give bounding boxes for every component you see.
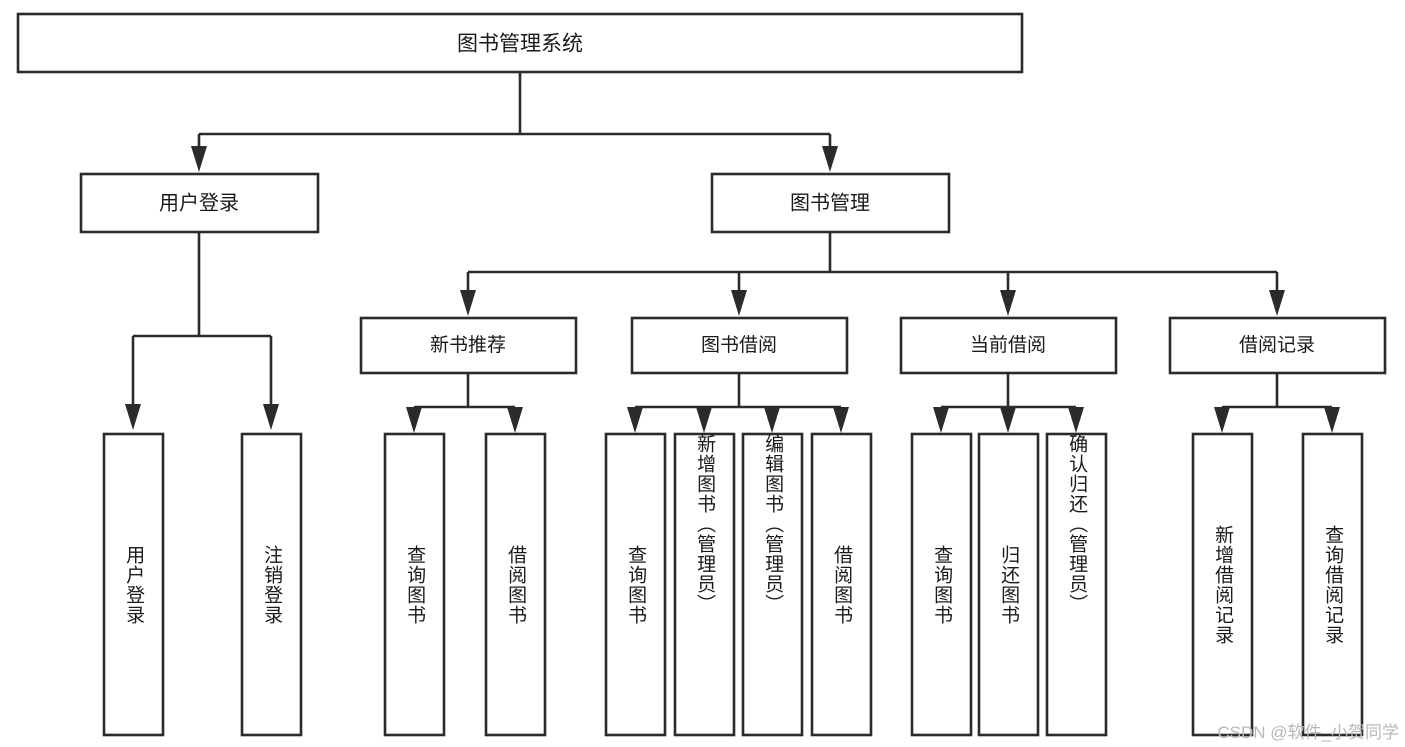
leaf-add-record-box[interactable]	[1191, 432, 1254, 737]
arrow-to-book-management	[822, 146, 838, 172]
leaf-edit-book-box[interactable]	[741, 432, 804, 737]
leaf-query-book-2-box[interactable]	[604, 432, 667, 737]
node-book-borrow-box[interactable]	[630, 316, 849, 375]
arrow-to-user-login	[191, 146, 207, 172]
node-book-management-label: 图书管理	[790, 191, 870, 214]
arrow-to-new-book-recommend	[460, 290, 476, 316]
node-book-management[interactable]: 图书管理	[710, 172, 951, 234]
leaf-logout-login-box[interactable]	[240, 432, 303, 737]
node-new-book-recommend[interactable]: 新书推荐	[359, 316, 578, 375]
arrow-to-leaf-query-book-3	[933, 407, 949, 433]
leaf-add-book-box[interactable]	[673, 432, 736, 737]
node-current-borrow-box[interactable]	[899, 316, 1118, 375]
node-root-box[interactable]	[16, 12, 1024, 74]
arrow-to-leaf-query-record	[1324, 407, 1340, 433]
leaf-box-layer[interactable]	[102, 432, 1364, 737]
arrow-to-leaf-logout-login	[263, 404, 279, 430]
leaf-query-record-box[interactable]	[1301, 432, 1364, 737]
arrow-to-book-borrow	[731, 290, 747, 316]
leaf-user-login-box[interactable]	[102, 432, 165, 737]
leaf-query-book-3-box[interactable]	[910, 432, 973, 737]
leaf-return-book-box[interactable]	[977, 432, 1040, 737]
watermark-text: CSDN @软件_小贺同学	[1217, 723, 1399, 742]
arrow-to-leaf-edit-book	[764, 407, 780, 433]
node-borrow-record[interactable]: 借阅记录	[1168, 316, 1387, 375]
node-new-book-recommend-label: 新书推荐	[430, 334, 506, 356]
node-book-borrow-label: 图书借阅	[701, 334, 777, 356]
arrow-to-leaf-user-login	[125, 404, 141, 430]
leaf-borrow-book-2-box[interactable]	[810, 432, 873, 737]
node-user-login-label: 用户登录	[159, 191, 239, 214]
node-book-borrow[interactable]: 图书借阅	[630, 316, 849, 375]
node-current-borrow-label: 当前借阅	[970, 334, 1046, 356]
arrow-to-leaf-query-book-2	[627, 407, 643, 433]
arrow-to-leaf-query-book-1	[406, 407, 422, 433]
node-root[interactable]: 图书管理系统	[16, 12, 1024, 74]
node-borrow-record-box[interactable]	[1168, 316, 1387, 375]
leaf-query-book-1-box[interactable]	[383, 432, 446, 737]
arrow-to-leaf-borrow-book-2	[833, 407, 849, 433]
arrow-to-leaf-confirm-return	[1068, 407, 1084, 433]
node-new-book-recommend-box[interactable]	[359, 316, 578, 375]
connector-layer	[125, 72, 1340, 433]
arrow-to-borrow-record	[1269, 290, 1285, 316]
arrow-to-leaf-return-book	[1000, 407, 1016, 433]
node-book-management-box[interactable]	[710, 172, 951, 234]
arrow-to-leaf-borrow-book-1	[507, 407, 523, 433]
leaf-confirm-return-box[interactable]	[1045, 432, 1108, 737]
leaf-borrow-book-1-box[interactable]	[484, 432, 547, 737]
arrow-to-current-borrow	[1000, 290, 1016, 316]
arrow-to-leaf-add-book	[696, 407, 712, 433]
node-borrow-record-label: 借阅记录	[1239, 334, 1315, 356]
node-root-label: 图书管理系统	[457, 33, 583, 56]
arrow-to-leaf-add-record	[1214, 407, 1230, 433]
node-user-login[interactable]: 用户登录	[79, 172, 320, 234]
node-user-login-box[interactable]	[79, 172, 320, 234]
node-current-borrow[interactable]: 当前借阅	[899, 316, 1118, 375]
